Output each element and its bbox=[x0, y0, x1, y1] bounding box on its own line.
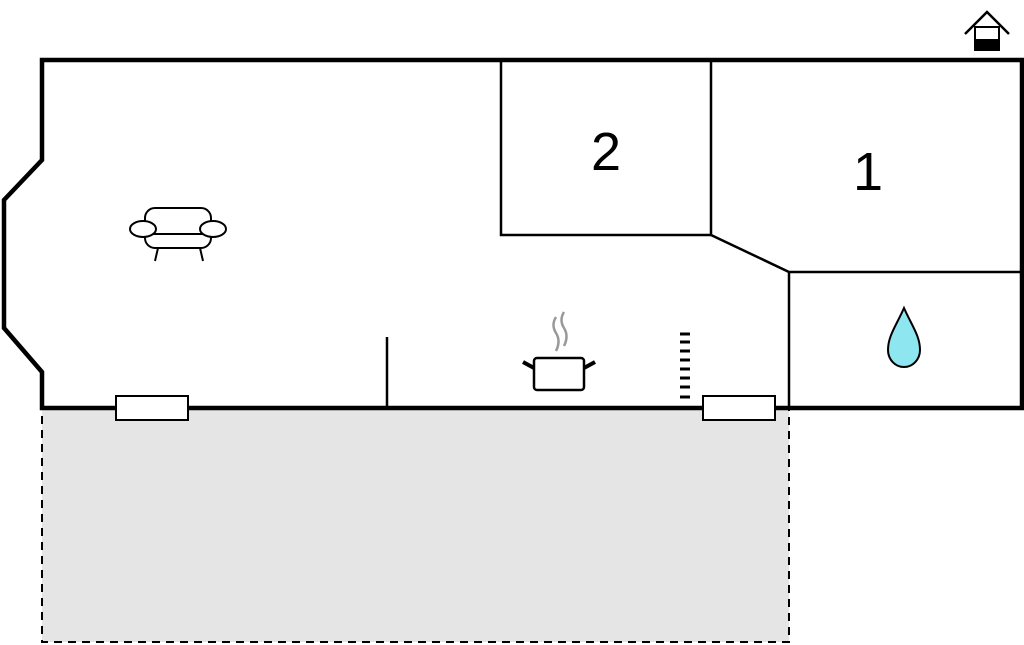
room-label-2: 2 bbox=[591, 122, 621, 182]
window-icon bbox=[702, 395, 776, 421]
terrace-area bbox=[41, 407, 790, 643]
interior-walls bbox=[385, 60, 1022, 408]
sofa-icon bbox=[129, 207, 227, 262]
stairs-icon bbox=[680, 332, 690, 399]
house-level-icon bbox=[964, 10, 1010, 51]
cooking-pot-icon bbox=[522, 311, 596, 392]
room-label-1: 1 bbox=[853, 142, 883, 202]
window-icon bbox=[115, 395, 189, 421]
water-drop-icon bbox=[886, 305, 922, 368]
